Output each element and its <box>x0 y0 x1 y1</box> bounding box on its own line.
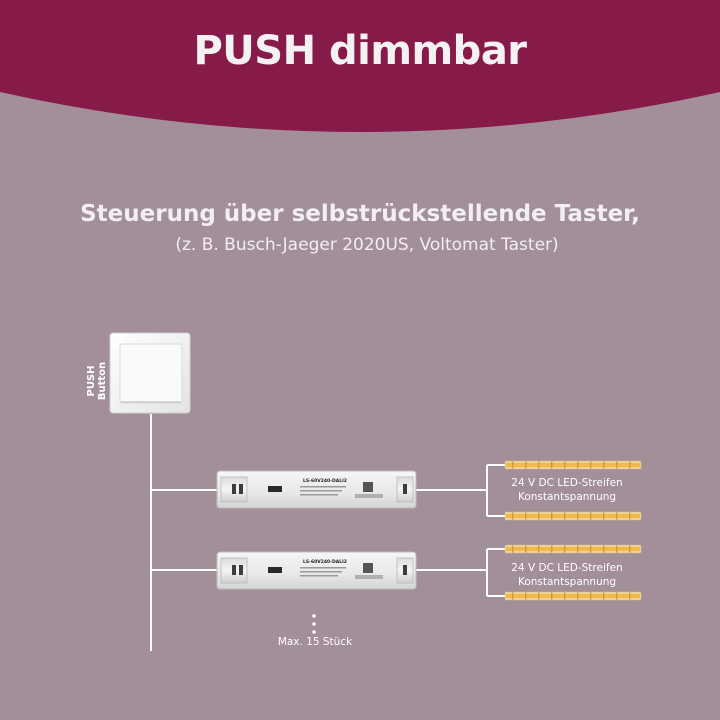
push-button-label-line1: PUSH <box>86 365 97 397</box>
wires <box>150 414 505 651</box>
led-driver-1: LS-60V240-DALI2 <box>216 470 417 509</box>
page-title: PUSH dimmbar <box>193 28 527 74</box>
strip-label-1: 24 V DC LED-Streifen Konstantspannung <box>492 476 642 504</box>
strip-label-2-line1: 24 V DC LED-Streifen <box>511 562 623 574</box>
push-button-label: PUSH Button <box>86 358 108 404</box>
description-main: Steuerung über selbstrückstellende Taste… <box>80 201 640 227</box>
strip-label-2-line2: Konstantspannung <box>517 576 617 588</box>
led-strip-2 <box>504 511 642 521</box>
description-note: (z. B. Busch-Jaeger 2020US, Voltomat Tas… <box>175 235 559 255</box>
max-count-note: Max. 15 Stück <box>277 636 353 648</box>
led-strip-1 <box>504 460 642 470</box>
driver-1-model: LS-60V240-DALI2 <box>303 478 347 484</box>
strip-label-2: 24 V DC LED-Streifen Konstantspannung <box>492 561 642 589</box>
continuation-dots <box>312 614 316 634</box>
led-driver-2: LS-60V240-DALI2 <box>216 551 417 590</box>
strip-label-1-line2: Konstantspannung <box>517 491 617 503</box>
led-strip-4 <box>504 591 642 601</box>
driver-2-model: LS-60V240-DALI2 <box>303 559 347 565</box>
push-button-label-line2: Button <box>97 361 108 401</box>
led-strips <box>504 460 642 601</box>
led-strip-3 <box>504 544 642 554</box>
push-button-switch <box>109 332 191 414</box>
header-banner <box>0 0 720 132</box>
strip-label-1-line1: 24 V DC LED-Streifen <box>511 477 623 489</box>
